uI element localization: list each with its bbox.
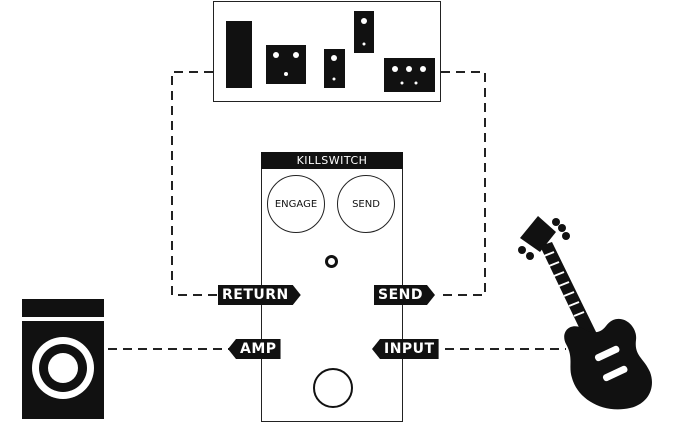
return-loop-cable (171, 71, 222, 296)
status-led (325, 255, 338, 268)
pedal-title: KILLSWITCH (261, 152, 403, 169)
send-loop-cable (440, 71, 486, 296)
footswitch[interactable] (313, 368, 353, 408)
pedal-block (384, 58, 435, 92)
amplifier-icon (22, 299, 104, 419)
send-port-label: SEND (374, 285, 435, 305)
input-port-label: INPUT (372, 339, 439, 359)
amp-port-label: AMP (228, 339, 281, 359)
pedal-block (266, 45, 306, 84)
pedal-block (226, 21, 252, 88)
pedal-blocks (226, 11, 435, 92)
pedal-block (324, 49, 345, 88)
return-port-label: RETURN (218, 285, 301, 305)
pedalboard-icon (213, 1, 441, 102)
engage-button[interactable]: ENGAGE (267, 175, 325, 233)
electric-guitar-icon (518, 216, 652, 410)
pedal-block (354, 11, 374, 53)
send-button[interactable]: SEND (337, 175, 395, 233)
